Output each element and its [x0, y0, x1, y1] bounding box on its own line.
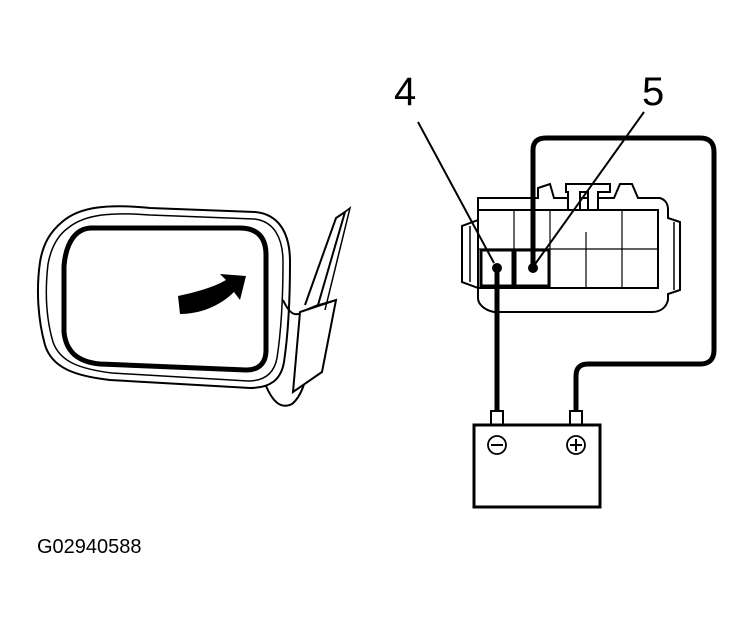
figure-code: G02940588 [37, 536, 142, 558]
positive-symbol-ring [566, 435, 586, 455]
battery-negative-terminal [490, 410, 504, 426]
curved-arrow-icon [178, 274, 246, 314]
callout-label-5: 5 [642, 70, 664, 114]
callout-4: 4 [394, 70, 495, 264]
negative-symbol-ring [487, 435, 507, 455]
mirror-housing-outer [36, 205, 292, 390]
wire-positive [530, 135, 717, 415]
mirror-glass [61, 225, 269, 373]
mirror-housing-rim [45, 213, 284, 382]
mirror-mount-arm [282, 209, 347, 316]
battery-body [472, 423, 602, 509]
callout-label-4: 4 [394, 70, 416, 114]
battery [472, 410, 602, 509]
side-mirror [36, 205, 352, 407]
battery-positive-terminal [569, 410, 583, 426]
wires [494, 135, 717, 415]
leader-line-4 [417, 121, 495, 264]
mirror-mount-bracket [291, 298, 338, 395]
